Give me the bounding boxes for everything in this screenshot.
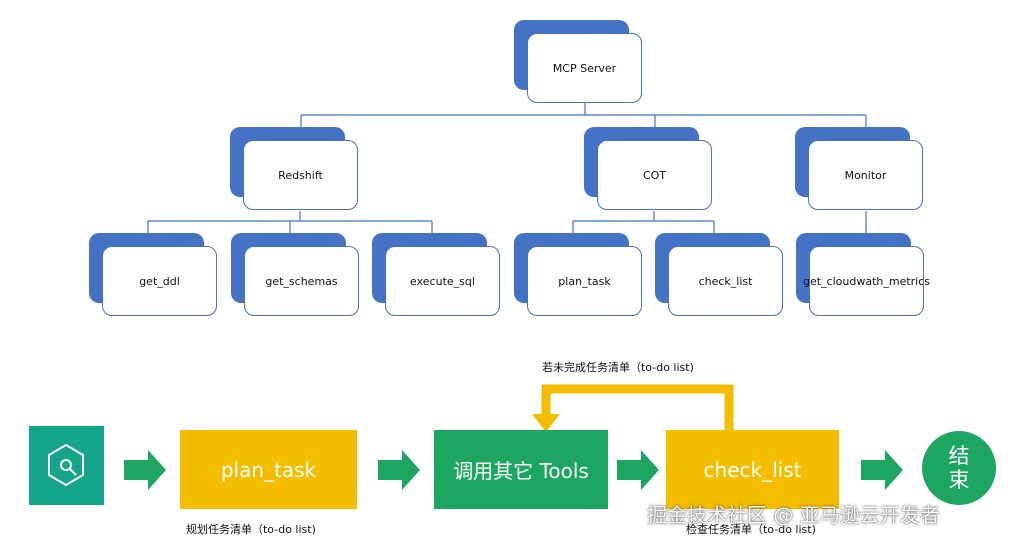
end-label-2: 束 bbox=[948, 468, 970, 492]
start-node bbox=[29, 426, 104, 505]
check-caption: 检查任务清单（to-do list) bbox=[686, 523, 816, 536]
tree-connectors bbox=[147, 103, 867, 233]
hexagon-icon bbox=[48, 443, 84, 487]
node-label: MCP Server bbox=[527, 33, 642, 103]
node-label: execute_sql bbox=[385, 246, 500, 316]
end-circle: 结 束 bbox=[922, 431, 996, 505]
node-label: get_cloudwath_metrics bbox=[803, 246, 930, 316]
node-label: plan_task bbox=[527, 246, 642, 316]
loop-caption: 若未完成任务清单（to-do list) bbox=[542, 361, 694, 374]
end-label-1: 结 bbox=[948, 444, 970, 468]
arrow-3 bbox=[617, 450, 659, 490]
node-label: COT bbox=[597, 140, 712, 210]
plan-caption: 规划任务清单（to-do list) bbox=[186, 523, 316, 536]
arrow-1 bbox=[124, 450, 166, 490]
arrow-4 bbox=[861, 450, 903, 490]
node-label: Monitor bbox=[808, 140, 923, 210]
node-label: get_ddl bbox=[102, 246, 217, 316]
node-label: check_list bbox=[668, 246, 783, 316]
flow-step-check-list: check_list bbox=[666, 430, 839, 509]
arrow-2 bbox=[378, 450, 420, 490]
node-label: Redshift bbox=[243, 140, 358, 210]
node-label: get_schemas bbox=[244, 246, 359, 316]
loop-arrow bbox=[532, 384, 734, 432]
flow-step-call-tools: 调用其它 Tools bbox=[434, 430, 608, 509]
flow-arrows bbox=[124, 450, 903, 490]
watermark: 掘金技术社区 @ 亚马逊云开发者 bbox=[647, 503, 940, 527]
flow-step-plan-task: plan_task bbox=[180, 430, 357, 509]
